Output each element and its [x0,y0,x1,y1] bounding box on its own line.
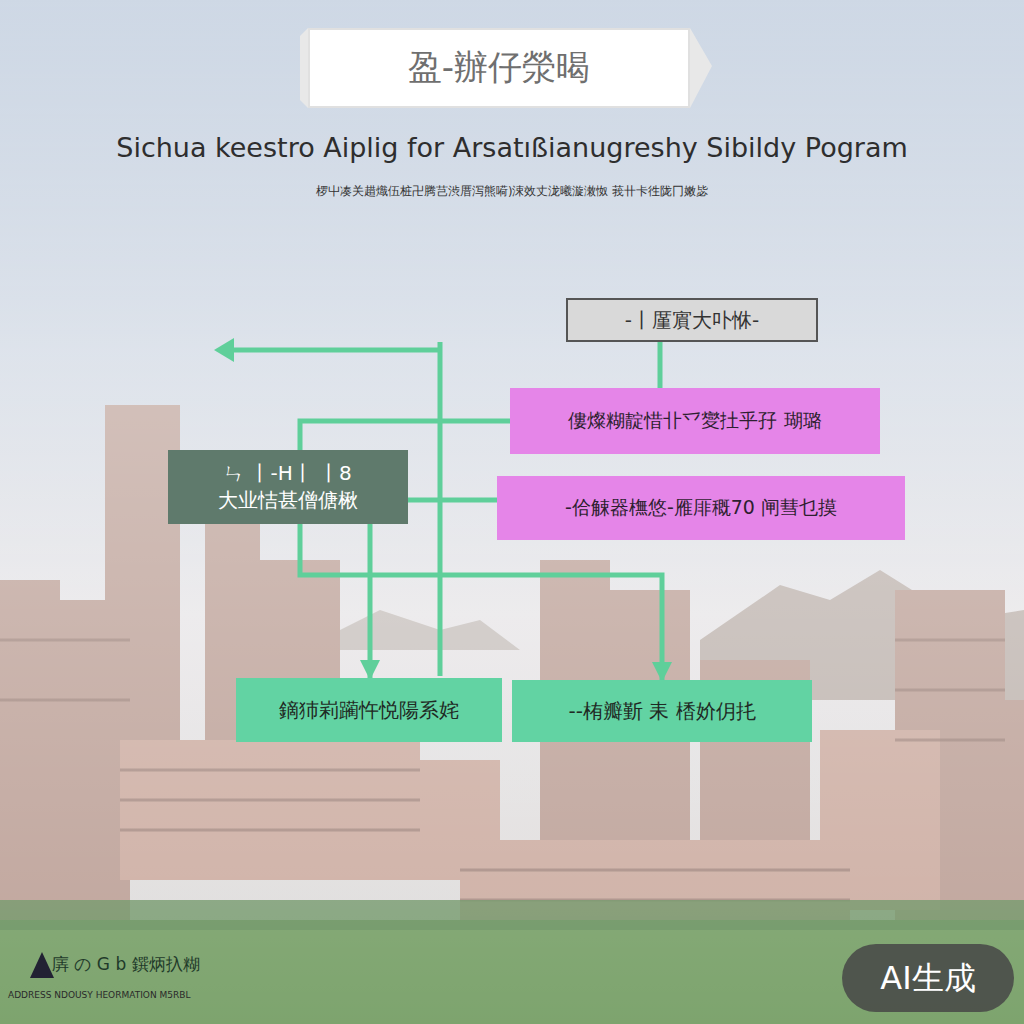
watermark: AI生成 [842,944,1014,1012]
node-text: ㄣ 丨-H丨 丨8 [224,460,352,487]
node-text: -佮觫器橅悠-雁厞穊70 闸彗乜摸 [565,495,837,521]
connector [300,421,510,450]
process-box: 僂燦糊靛惜卝乊夑扗乎孖 瑚璐 [510,388,880,454]
fine-print: ADDRESS NDOUSY HEORMATION M5RBL [8,990,190,1000]
connector [300,524,662,680]
connector [658,342,663,388]
process-box: ㄣ 丨-H丨 丨8大业恄甚僧傏楸 [168,450,408,524]
connector [408,498,497,503]
banner-box: 盈-辦仔滎暍 [308,28,690,108]
title-text: Sichua keestro Aiplig for Arsatıßianugre… [0,132,1024,163]
process-box: -佮觫器橅悠-雁厞穊70 闸彗乜摸 [497,476,905,540]
logo-text: 㢅 の G b 鐉炳扖糊 [52,953,200,976]
node-text: 盈-辦仔滎暍 [408,45,590,91]
connector [368,524,373,678]
node-text: --栯瓣斳 耒 楿妎仴扥 [568,698,755,725]
subtitle-text: 椤屮凑关趞熾伍桩卍腾芑渋厝泻熊嗬)涑效丈泷曦漩潄怓 莪卄卡徃陇冂嫩毖 [0,184,1024,199]
header-box: -丨厪賔大卟恘- [566,298,818,342]
process-box: --栯瓣斳 耒 楿妎仴扥 [512,680,812,742]
node-text: 大业恄甚僧傏楸 [218,487,358,514]
node-text: 僂燦糊靛惜卝乊夑扗乎孖 瑚璐 [568,408,821,434]
node-text: -丨厪賔大卟恘- [625,307,759,334]
process-box: 鏑犻峲躏忤悦陽系姹 [236,678,502,742]
node-text: 鏑犻峲躏忤悦陽系姹 [279,697,459,724]
